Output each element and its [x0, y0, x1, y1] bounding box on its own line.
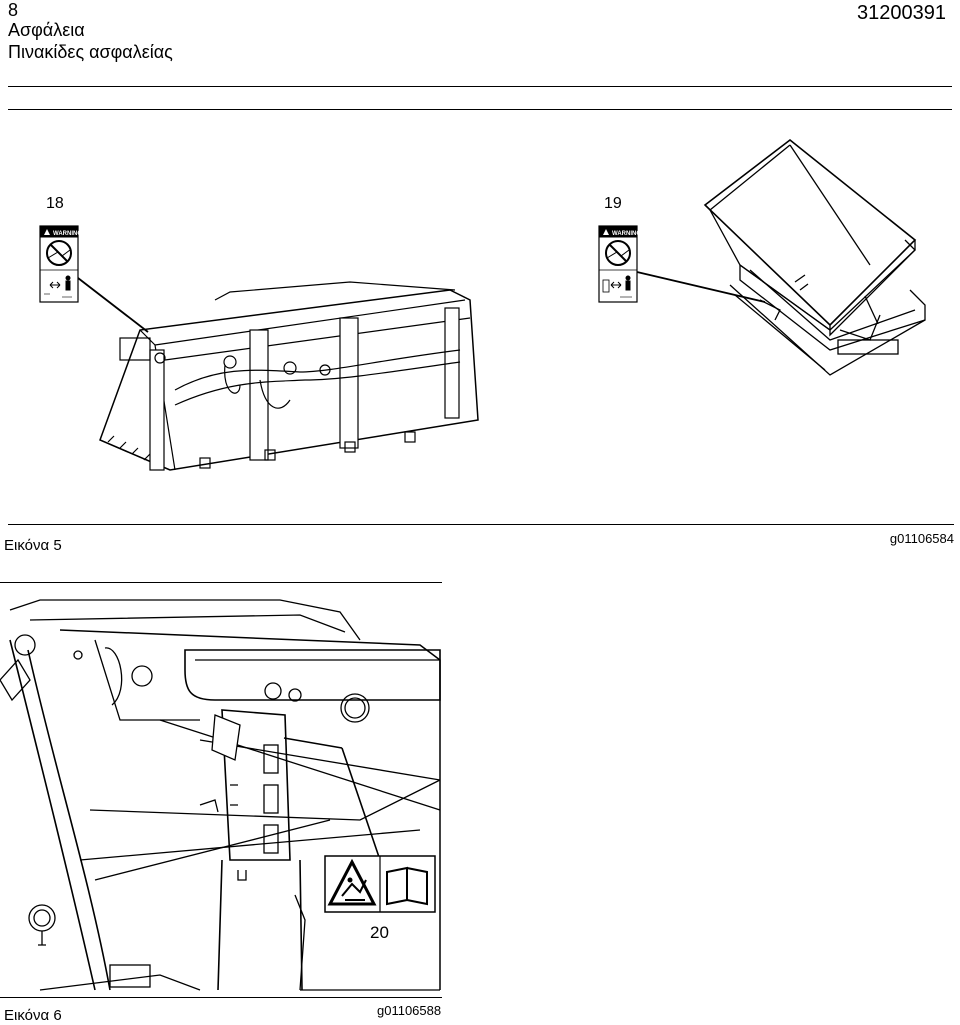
figure6-illustration: 20 [0, 599, 441, 991]
hopper-drawing [703, 138, 926, 376]
figure6-caption-rule [0, 997, 442, 998]
figure6-top-rule [0, 582, 442, 583]
figure6-caption: Εικόνα 6 [4, 1007, 62, 1024]
safety-decal-20 [324, 855, 436, 913]
figure5-illustration: 18 19 WARNING WARNING [39, 138, 926, 471]
figure6-graphic-id: g01106588 [377, 1003, 442, 1018]
page-number: 8 [8, 0, 19, 20]
warning-decal-18: WARNING [39, 225, 82, 303]
bucket-drawing [99, 281, 479, 471]
figure5-graphic-id: g01106584 [889, 531, 954, 546]
svg-text:WARNING: WARNING [53, 231, 82, 237]
document-number: 31200391 [857, 2, 946, 24]
section-title: Ασφάλεια [8, 20, 85, 40]
callout-19: 19 [604, 195, 622, 212]
header-rule-top [8, 86, 952, 87]
subsection-title: Πινακίδες ασφαλείας [8, 42, 173, 62]
callout-20: 20 [370, 923, 389, 942]
figure5-caption: Εικόνα 5 [4, 537, 62, 554]
warning-decal-19: WARNING [598, 225, 641, 303]
manual-book-icon [386, 866, 428, 906]
svg-text:WARNING: WARNING [612, 231, 641, 237]
callout-18: 18 [46, 195, 64, 212]
figure5-caption-rule [8, 524, 954, 525]
header-rule-bottom [8, 109, 952, 110]
